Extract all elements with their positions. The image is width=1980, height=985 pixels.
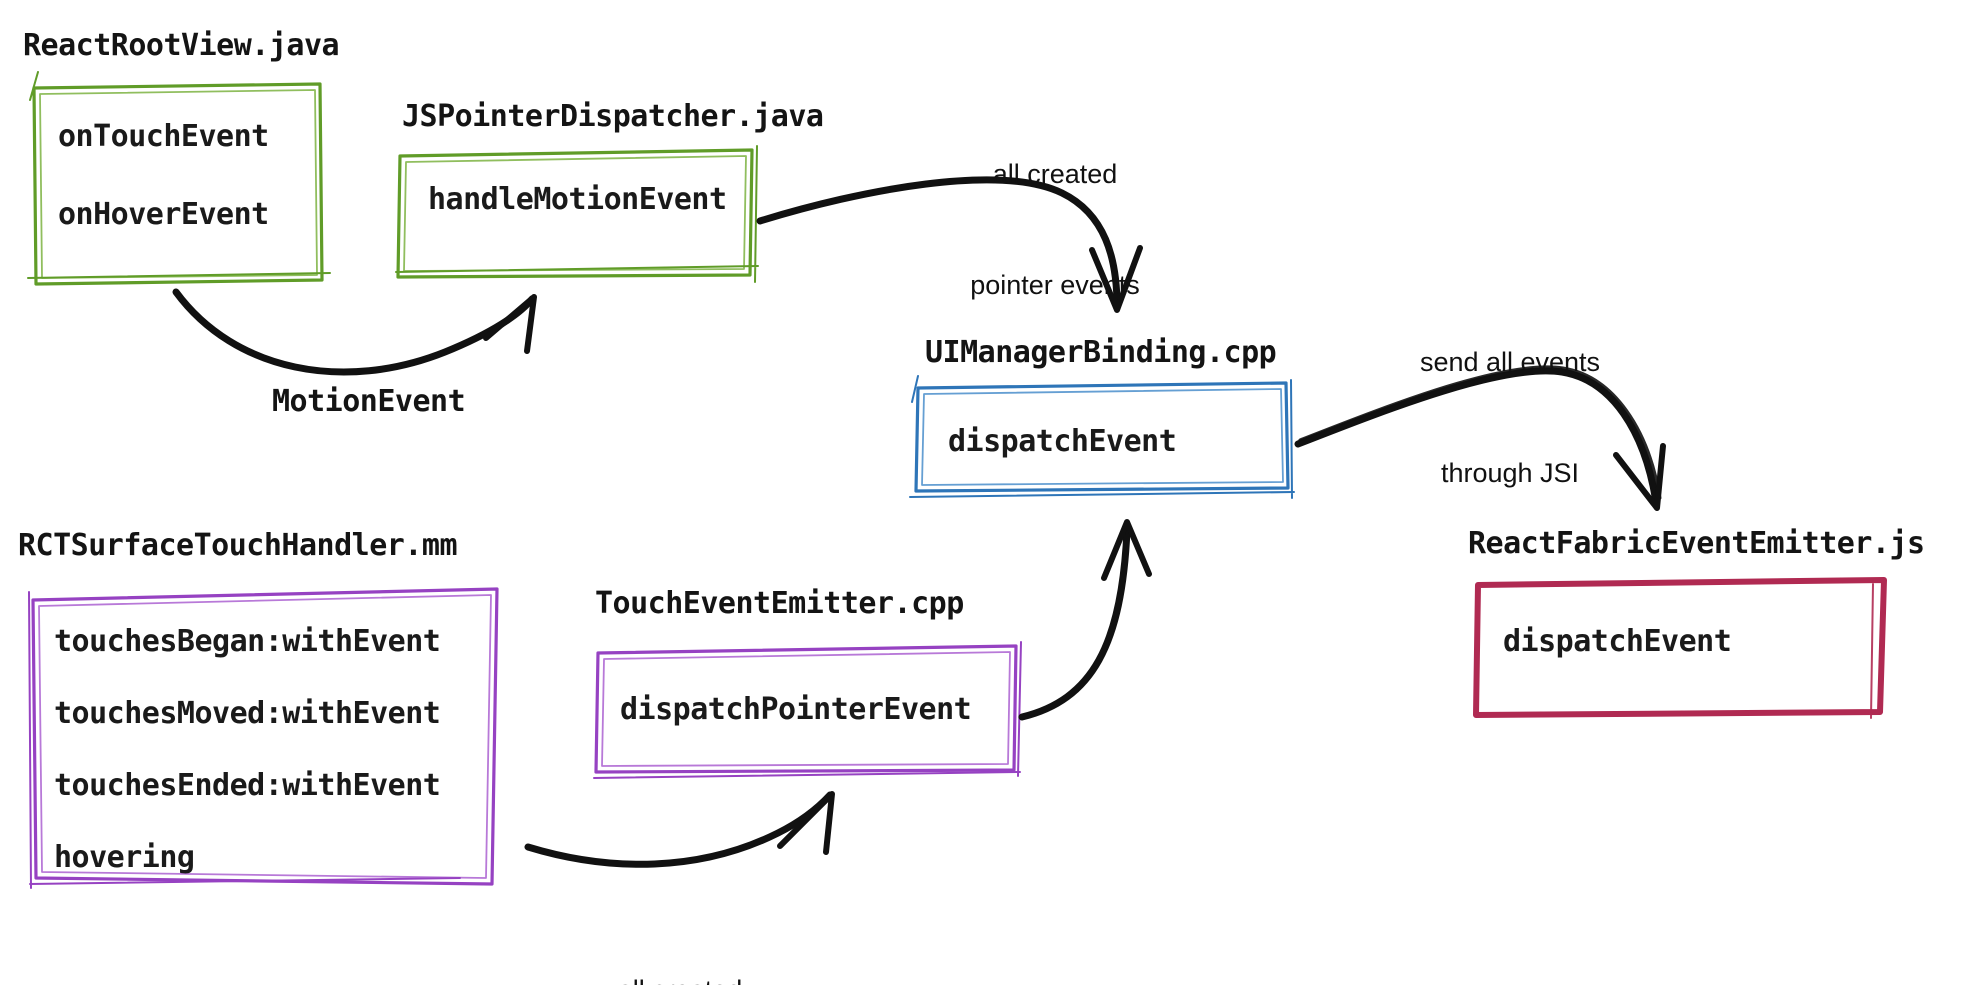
method-on-hover-event: onHoverEvent (58, 197, 269, 232)
edge-pointer-events-top-arrow (756, 176, 1143, 313)
method-on-touch-event: onTouchEvent (58, 119, 269, 154)
file-label-touch-event-emitter: TouchEventEmitter.cpp (595, 586, 964, 621)
edge-jsi-arrow (1294, 365, 1666, 511)
file-label-react-root-view: ReactRootView.java (23, 28, 340, 63)
edge-label-line: send all events (1419, 347, 1601, 377)
edge-label-send-jsi: send all events through JSI (1380, 270, 1640, 566)
node-box-rct-surface-touch-handler (28, 587, 499, 889)
edge-pointer-events-bottom-arrow (524, 791, 835, 868)
method-dispatch-event-emitter: dispatchEvent (1503, 624, 1732, 659)
method-handle-motion-event: handleMotionEvent (428, 182, 727, 217)
edge-label-line: all created (992, 159, 1118, 189)
edge-label-line: through JSI (1440, 458, 1580, 488)
file-label-react-fabric-event-emitter: ReactFabricEventEmitter.js (1468, 526, 1925, 561)
node-box-ui-manager-binding (909, 375, 1295, 499)
edge-label-pointer-events-top: all created pointer events (905, 82, 1205, 378)
file-label-ui-manager-binding: UIManagerBinding.cpp (925, 335, 1277, 370)
edge-label-pointer-events-bottom: all created pointer events (530, 898, 830, 985)
edge-motion-event-arrow (172, 288, 537, 376)
method-dispatch-pointer-event: dispatchPointerEvent (620, 692, 972, 727)
node-box-react-root-view (27, 71, 331, 286)
edge-dispatch-up-arrow (1018, 519, 1152, 721)
method-touches-began: touchesBegan:withEvent (54, 624, 441, 659)
method-touches-moved: touchesMoved:withEvent (54, 696, 441, 731)
method-dispatch-event-binding: dispatchEvent (948, 424, 1177, 459)
node-box-react-fabric-event-emitter (1473, 577, 1887, 719)
edge-label-line: all created (530, 972, 830, 985)
edge-label-line: pointer events (970, 270, 1140, 300)
file-label-js-pointer-dispatcher: JSPointerDispatcher.java (402, 99, 824, 134)
edge-label-motion-event: MotionEvent (272, 384, 466, 419)
node-box-touch-event-emitter (593, 641, 1022, 779)
method-touches-ended: touchesEnded:withEvent (54, 768, 441, 803)
file-label-rct-surface-touch-handler: RCTSurfaceTouchHandler.mm (18, 528, 458, 563)
method-hovering: hovering (54, 840, 195, 875)
node-box-js-pointer-dispatcher (395, 145, 759, 283)
